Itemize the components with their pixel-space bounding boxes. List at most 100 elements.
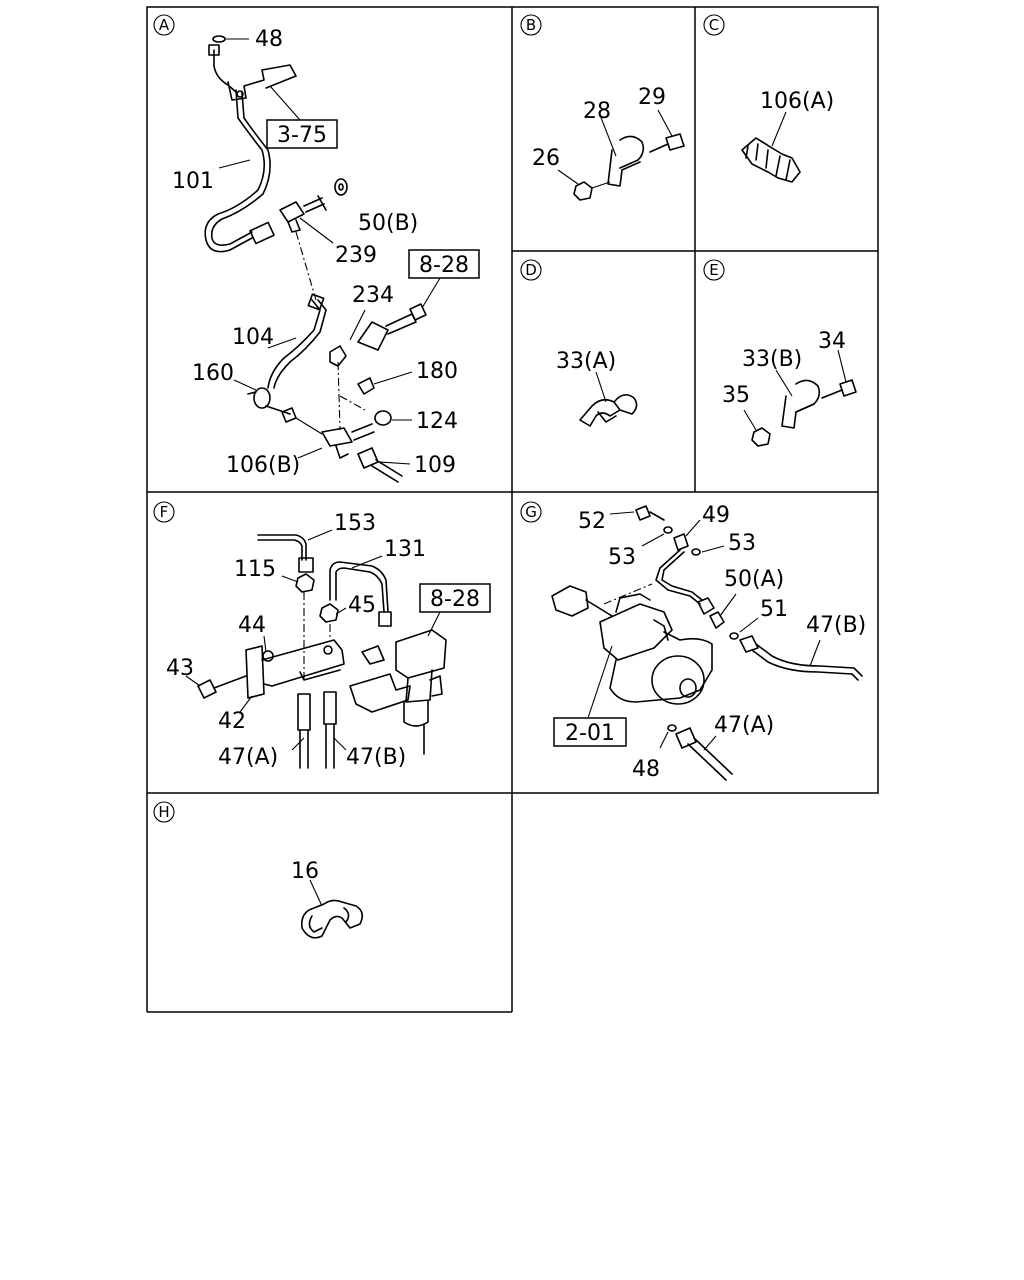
hose-line-icon (247, 293, 327, 415)
washer-icon (729, 617, 759, 640)
part-label-34: 34 (818, 329, 846, 354)
panel-g: G 52 53 49 53 50(A) (520, 501, 866, 782)
part-label-47a: 47(A) (218, 745, 278, 770)
clip-icon (579, 371, 638, 427)
hose-line-icon (291, 691, 347, 769)
panel-tag-b: B (520, 14, 542, 36)
solenoid-valve-icon (349, 583, 491, 755)
nut-icon (281, 573, 315, 593)
nut-icon (557, 169, 611, 201)
clip-icon (599, 114, 645, 187)
connector-icon (741, 111, 801, 183)
hose-line-icon (257, 529, 333, 573)
panel-tag-d: D (520, 259, 542, 281)
hose-line-icon (329, 555, 392, 627)
hose-line-icon (204, 44, 275, 253)
panel-tag-f-text: F (160, 503, 169, 521)
panel-c: C 106(A) (703, 14, 834, 183)
washer-icon (641, 526, 673, 547)
part-label-50b: 50(B) (358, 211, 418, 236)
ref-box-2-01 (553, 717, 627, 747)
ref-8-28-a: 8-28 (419, 253, 469, 278)
panel-tag-a: A (153, 14, 175, 36)
nut-icon (697, 593, 737, 629)
hose-line-icon (739, 635, 863, 681)
part-label-53-a: 53 (608, 545, 636, 570)
ref-3-75: 3-75 (277, 123, 327, 148)
part-label-52: 52 (578, 509, 606, 534)
panel-tag-h-text: H (158, 803, 169, 821)
panel-tag-d-text: D (525, 261, 537, 279)
ref-box-8-28-a (408, 249, 480, 279)
part-label-115: 115 (234, 557, 276, 582)
part-label-239: 239 (335, 243, 377, 268)
hose-line-icon (357, 447, 411, 483)
part-label-101: 101 (172, 169, 214, 194)
part-label-50a: 50(A) (724, 567, 784, 592)
part-label-16: 16 (291, 859, 319, 884)
part-label-104: 104 (232, 325, 274, 350)
part-label-47b-g: 47(B) (806, 613, 866, 638)
part-label-106a: 106(A) (760, 89, 834, 114)
part-label-29: 29 (638, 85, 666, 110)
part-label-28: 28 (583, 99, 611, 124)
connector-icon (279, 178, 348, 244)
part-label-26: 26 (532, 146, 560, 171)
part-label-44: 44 (238, 613, 266, 638)
panel-h: H 16 (153, 801, 364, 939)
part-label-51: 51 (760, 597, 788, 622)
panel-f: F 153 131 115 45 (153, 501, 491, 770)
part-label-180: 180 (416, 359, 458, 384)
part-label-131: 131 (384, 537, 426, 562)
part-label-53-b: 53 (728, 531, 756, 556)
panel-tag-e-text: E (709, 261, 718, 279)
washer-icon (691, 545, 725, 556)
part-label-42: 42 (218, 709, 246, 734)
panel-e: E 33(B) 34 35 (703, 259, 857, 447)
bolt-icon (649, 109, 685, 153)
washer-icon (212, 35, 249, 43)
bolt-icon (609, 505, 665, 521)
sensor-icon (329, 303, 427, 367)
clip-icon (300, 879, 364, 939)
panel-frames (146, 6, 879, 1013)
nut-icon (743, 409, 771, 447)
panel-b: B 28 29 26 (520, 14, 685, 201)
ref-box-3-75 (266, 119, 338, 149)
part-label-106b: 106(B) (226, 453, 300, 478)
part-label-48: 48 (255, 27, 283, 52)
panel-tag-e: E (703, 259, 725, 281)
panel-tag-c: C (703, 14, 725, 36)
part-label-109: 109 (414, 453, 456, 478)
part-label-47a-g: 47(A) (714, 713, 774, 738)
panel-tag-g-text: G (525, 503, 537, 521)
panel-d: D 33(A) (520, 259, 638, 427)
panel-tag-c-text: C (709, 16, 719, 34)
ref-box-8-28-f (419, 583, 491, 613)
bolt-icon (357, 371, 413, 395)
panel-tag-b-text: B (526, 16, 536, 34)
part-label-33b: 33(B) (742, 347, 802, 372)
bolt-icon (185, 675, 247, 699)
hose-line-icon (655, 519, 703, 605)
part-label-234: 234 (352, 283, 394, 308)
hose-line-icon (659, 724, 733, 781)
bolt-icon (821, 349, 857, 399)
panel-tag-g: G (520, 501, 542, 523)
panel-tag-h: H (153, 801, 175, 823)
part-label-47b: 47(B) (346, 745, 406, 770)
vacuum-pump-icon (551, 583, 713, 719)
bracket-icon (227, 64, 301, 121)
part-label-153: 153 (334, 511, 376, 536)
ref-2-01: 2-01 (565, 721, 615, 746)
nut-icon (374, 410, 412, 426)
part-label-160: 160 (192, 361, 234, 386)
nut-icon (319, 603, 347, 623)
bracket-icon (245, 635, 345, 699)
part-label-45: 45 (348, 593, 376, 618)
part-label-48-g: 48 (632, 757, 660, 782)
panel-tag-f: F (153, 501, 175, 523)
part-label-43: 43 (166, 656, 194, 681)
part-label-35: 35 (722, 383, 750, 408)
part-label-49: 49 (702, 503, 730, 528)
